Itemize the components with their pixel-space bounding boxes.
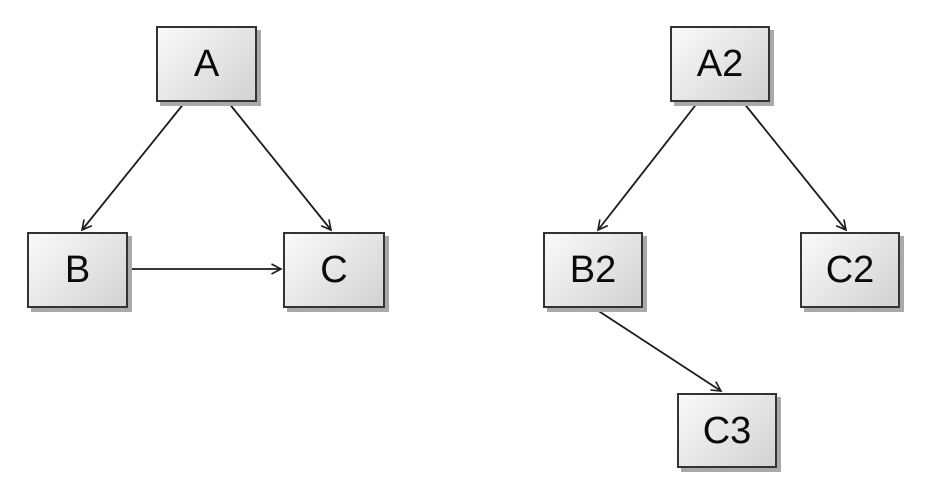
node-C: C [283,232,385,308]
edge-A2-C2 [742,101,848,232]
node-label: C [320,249,348,291]
node-A: A [156,26,257,102]
node-label: A [193,43,220,85]
node-label: C2 [825,249,875,291]
edge-A-C [227,101,333,232]
node-label: A2 [696,43,744,85]
node-label: B [64,249,91,291]
node-B: B [27,232,128,308]
node-label: B2 [569,249,617,291]
node-B2: B2 [543,232,643,308]
edge-B2-C3 [593,307,723,392]
node-C3: C3 [677,393,777,468]
node-A2: A2 [670,26,770,102]
node-label: C3 [702,409,752,452]
edge-A-B [80,101,186,232]
node-C2: C2 [800,232,900,308]
edge-A2-B2 [596,101,699,232]
